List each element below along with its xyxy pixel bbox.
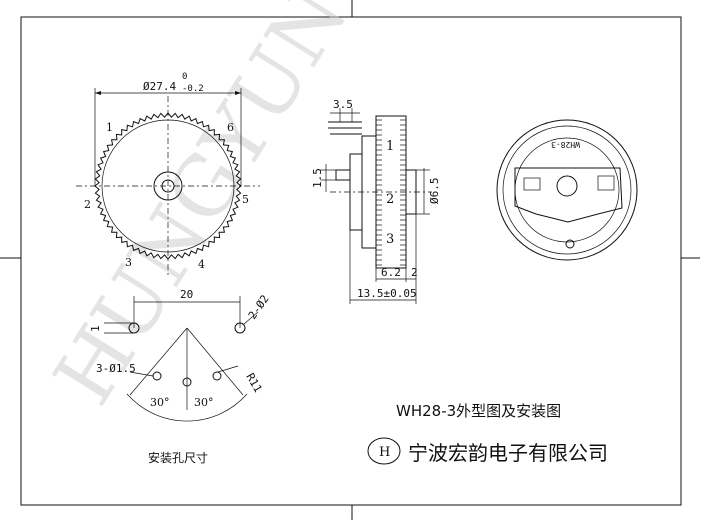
arc-r11 — [126, 393, 248, 422]
side-view: 3.5 1.5 Ø6.5 1 2 3 6.2 2 13.5±0.05 — [311, 98, 441, 304]
radius-label: R11 — [243, 371, 264, 395]
company-logo-letter: H — [379, 445, 390, 460]
dim-2: 2 — [411, 266, 418, 279]
rear-shaft-hole — [556, 175, 578, 197]
pin-label-4: 4 — [198, 258, 205, 271]
drawing-title: WH28-3外型图及安装图 — [396, 402, 561, 420]
radial-left — [129, 327, 188, 396]
position-2: 2 — [386, 192, 394, 207]
position-3: 3 — [386, 232, 394, 247]
dim-20: 20 — [180, 288, 193, 301]
rear-outer — [496, 119, 638, 261]
terminal-mid — [335, 169, 351, 181]
pin-label-6: 6 — [227, 121, 234, 134]
pin-label-2: 2 — [84, 198, 91, 211]
dim-6-5: Ø6.5 — [428, 178, 441, 205]
dim-offset: 1 — [89, 325, 102, 332]
rear-view: WH28-3 — [496, 119, 638, 261]
company-logo — [367, 437, 401, 465]
rear-small-hole — [565, 239, 575, 249]
pin-label-5: 5 — [242, 193, 249, 206]
rear-mark: WH28-3 — [551, 140, 580, 149]
pin-hole-right — [234, 322, 246, 334]
pin-label-3: 3 — [125, 256, 132, 269]
radial-right — [186, 327, 244, 396]
leader-r11 — [217, 365, 239, 373]
small-hole-right — [212, 371, 222, 381]
drawing-frame — [20, 16, 682, 506]
diameter-tol-lower: -0.2 — [182, 84, 204, 94]
small-hole-left — [152, 371, 162, 381]
company-name: 宁波宏韵电子有限公司 — [408, 441, 608, 465]
diameter-label: Ø27.4 — [143, 80, 176, 93]
rear-rim — [502, 125, 632, 255]
dim-total: 13.5±0.05 — [357, 287, 417, 300]
pin-label-1: 1 — [106, 121, 113, 134]
small-hole-spec: 3-Ø1.5 — [96, 362, 136, 375]
angle-right: 30° — [194, 396, 214, 409]
position-1: 1 — [386, 139, 394, 154]
arrow-right — [235, 91, 241, 95]
title-block: WH28-3外型图及安装图 H 宁波宏韵电子有限公司 — [367, 402, 608, 465]
arrow-left — [95, 91, 101, 95]
mounting-hole-layout: 20 1 2-Ø2 R11 3-Ø1.5 30° 30° 安装孔尺寸 — [89, 288, 272, 465]
mount-caption: 安装孔尺寸 — [148, 450, 208, 465]
angle-left: 30° — [150, 396, 170, 409]
wheel-ribs — [376, 119, 406, 266]
dim-3-5: 3.5 — [333, 98, 353, 111]
rear-contact-a — [597, 175, 615, 191]
diameter-tol-upper: 0 — [182, 72, 187, 82]
pin-hole-spec: 2-Ø2 — [246, 293, 272, 322]
rear-cavity — [514, 167, 623, 223]
rear-contact-b — [523, 177, 541, 191]
leader-small-holes — [129, 371, 154, 377]
dim-1-5: 1.5 — [311, 168, 324, 188]
front-view: Ø27.4 0 -0.2 1 2 3 4 5 6 — [76, 72, 260, 278]
dim-6-2: 6.2 — [381, 266, 401, 279]
small-hole-center — [182, 377, 192, 387]
leader-2-o2 — [243, 311, 259, 325]
